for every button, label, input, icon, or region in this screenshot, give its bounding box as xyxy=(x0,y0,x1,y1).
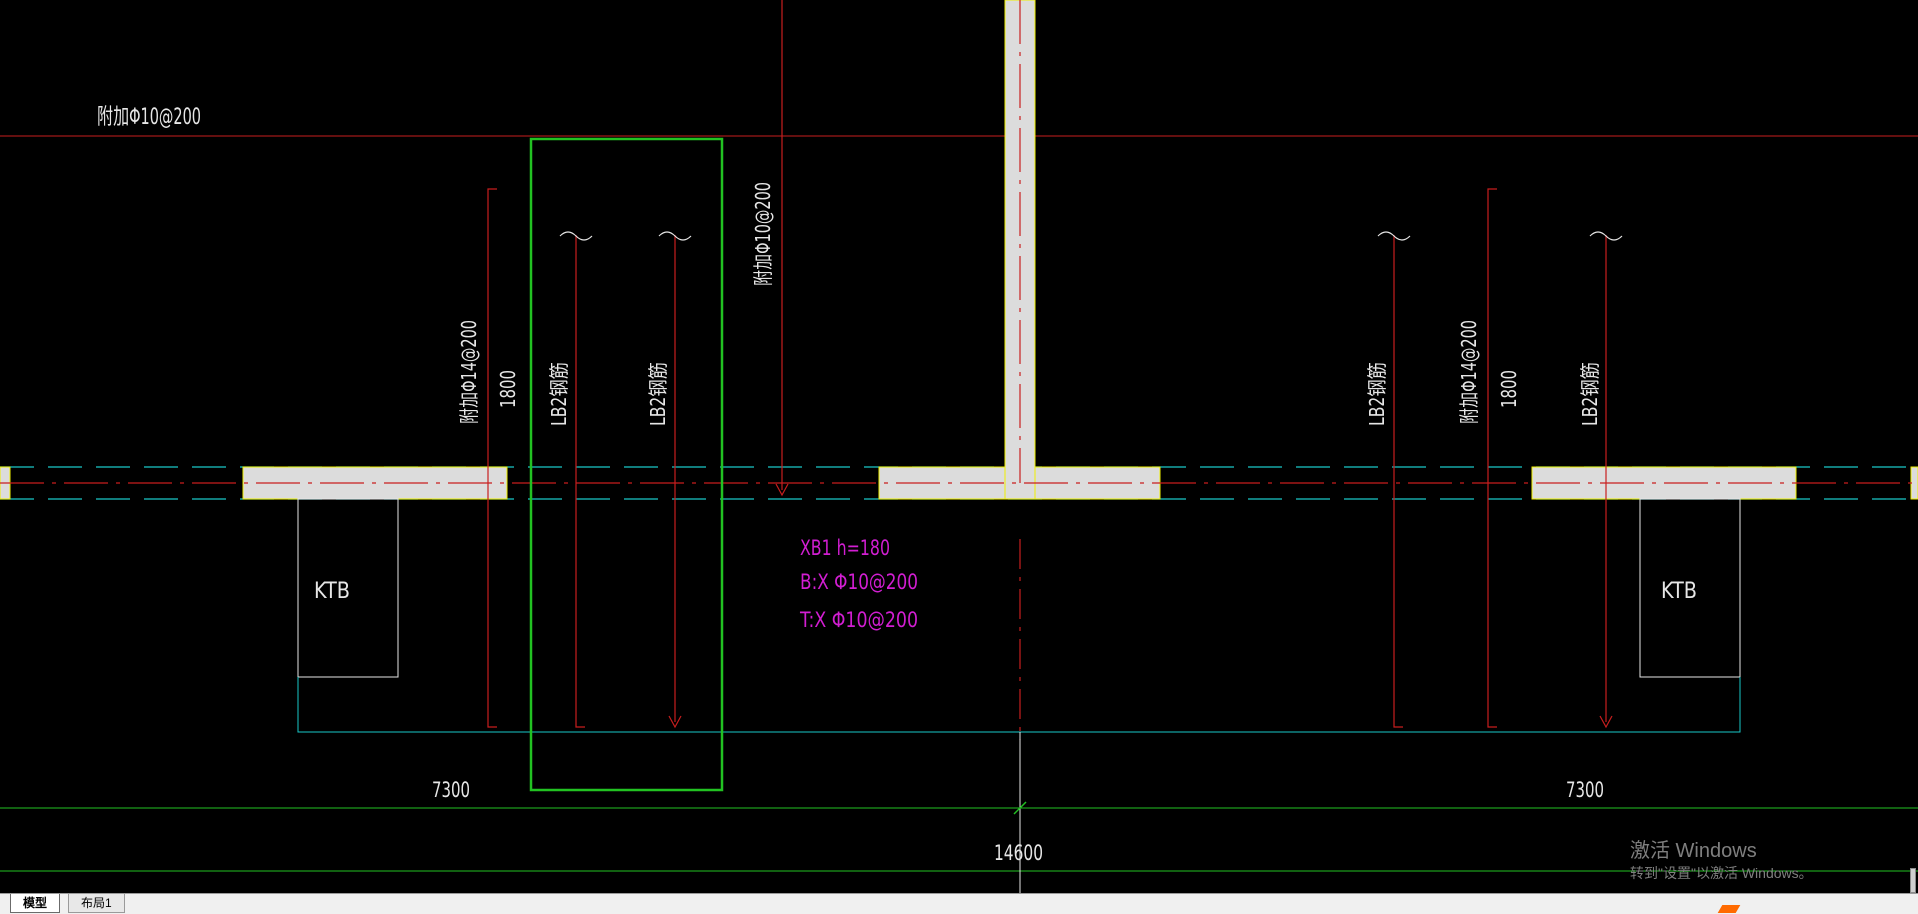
slab-info-line-2: B:X Φ10@200 xyxy=(800,570,918,594)
ktb-label-left: KTB xyxy=(314,579,350,604)
lb2-label-1: LB2钢筋 xyxy=(547,362,571,426)
dim-1800-left: 1800 xyxy=(496,370,520,408)
wall-segments xyxy=(0,0,1918,500)
label-add-14-left: 附加Φ14@200 xyxy=(457,320,481,424)
label-add-14-right: 附加Φ14@200 xyxy=(1457,320,1481,424)
ktb-box-right xyxy=(1639,498,1741,678)
rebar-lines xyxy=(487,0,1613,729)
layout-tab-bar: 模型 布局1 xyxy=(0,893,1918,914)
dim-7300-left: 7300 xyxy=(432,778,470,802)
slab-info-line-1: XB1 h=180 xyxy=(800,536,890,560)
tab-model[interactable]: 模型 xyxy=(10,894,61,913)
wave-marks xyxy=(559,231,1623,241)
note-top-left: 附加Φ10@200 xyxy=(97,105,201,130)
ktb-box-left xyxy=(297,498,399,678)
dim-14600: 14600 xyxy=(994,841,1043,865)
lb2-label-3: LB2钢筋 xyxy=(1365,362,1389,426)
scrollbar-thumb[interactable] xyxy=(1910,868,1916,893)
cyan-bottom-outline xyxy=(297,677,1741,733)
slab-info-line-3: T:X Φ10@200 xyxy=(799,608,918,632)
selection-rectangle[interactable] xyxy=(529,137,724,792)
dimension-tick-center xyxy=(1013,801,1027,815)
dim-7300-right: 7300 xyxy=(1566,778,1604,802)
ktb-label-right: KTB xyxy=(1661,579,1697,604)
watermark-title: 激活 Windows xyxy=(1630,840,1757,862)
watermark-subtitle: 转到"设置"以激活 Windows。 xyxy=(1630,865,1813,881)
tab-layout1[interactable]: 布局1 xyxy=(68,894,125,913)
dim-1800-right: 1800 xyxy=(1497,370,1521,408)
note-vertical-mid: 附加Φ10@200 xyxy=(751,182,775,286)
lb2-label-4: LB2钢筋 xyxy=(1578,362,1602,426)
lb2-label-2: LB2钢筋 xyxy=(646,362,670,426)
windows-activation-watermark: 激活 Windows 转到"设置"以激活 Windows。 xyxy=(1630,838,1813,882)
